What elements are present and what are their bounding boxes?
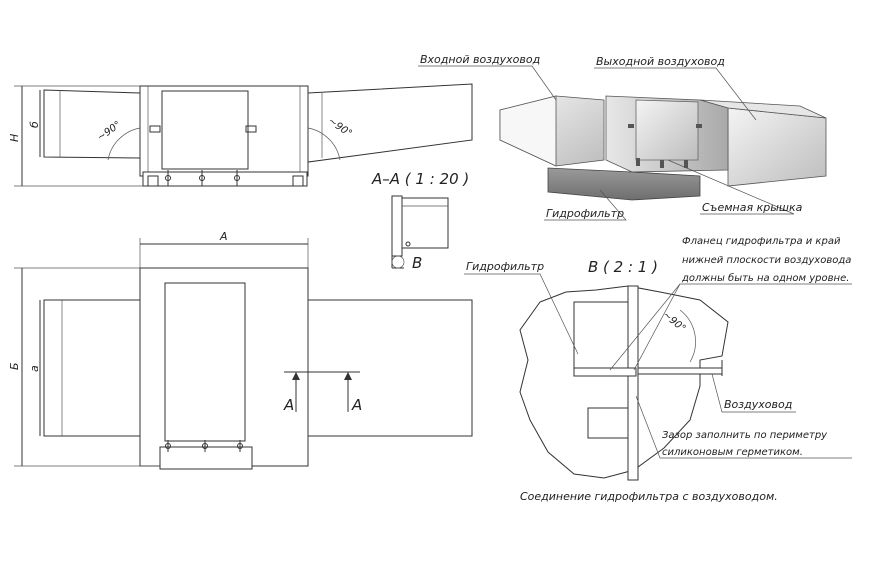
- dim-label-B: Б: [8, 362, 21, 370]
- isometric-view: Входной воздуховод Выходной воздуховод Г…: [418, 53, 827, 221]
- detail-caption: Соединение гидрофильтра с воздуховодом.: [520, 490, 778, 503]
- label-inlet-duct: Входной воздуховод: [420, 53, 540, 66]
- outlet-duct-plan: [307, 299, 473, 437]
- inlet-duct-elevation: [43, 89, 141, 159]
- dim-label-a: a: [28, 365, 41, 372]
- note-flange-line2: нижней плоскости воздуховода: [682, 255, 851, 266]
- label-removable-cover: Съемная крышка: [702, 201, 803, 214]
- cover-elevation: [161, 90, 249, 170]
- outlet-duct-3d: [727, 107, 827, 187]
- removable-cover-3d: [635, 99, 699, 161]
- section-a-a: A–A ( 1 : 20 ) B: [371, 170, 469, 272]
- plan-view: A Б a A A: [8, 230, 473, 470]
- detail-title: B ( 2 : 1 ): [588, 258, 658, 276]
- hydrofilter-3d: [547, 167, 701, 201]
- detail-b: B ( 2 : 1 ) ~90° Гидрофильтр Фланец гидр…: [464, 236, 852, 503]
- detail-mark-B: B: [412, 254, 422, 272]
- elevation-view: ~90° ~90° H б: [8, 83, 473, 187]
- label-hydrofilter-iso: Гидрофильтр: [546, 207, 624, 220]
- note-flange-line1: Фланец гидрофильтра и край: [682, 236, 841, 247]
- dim-label-A: A: [219, 230, 228, 243]
- section-title: A–A ( 1 : 20 ): [371, 170, 469, 188]
- cut-label-A-left: A: [283, 396, 294, 414]
- label-duct: Воздуховод: [724, 398, 792, 411]
- dim-label-b: б: [28, 121, 41, 128]
- cut-label-A-right: A: [351, 396, 362, 414]
- note-gap-line2: силиконовым герметиком.: [662, 447, 803, 458]
- dim-label-H: H: [8, 134, 21, 142]
- inlet-duct-plan: [43, 299, 141, 437]
- label-outlet-duct: Выходной воздуховод: [596, 55, 725, 68]
- label-hydrofilter-detail: Гидрофильтр: [466, 260, 544, 273]
- note-flange-line3: должны быть на одном уровне.: [681, 272, 849, 284]
- note-gap-line1: Зазор заполнить по периметру: [662, 430, 828, 441]
